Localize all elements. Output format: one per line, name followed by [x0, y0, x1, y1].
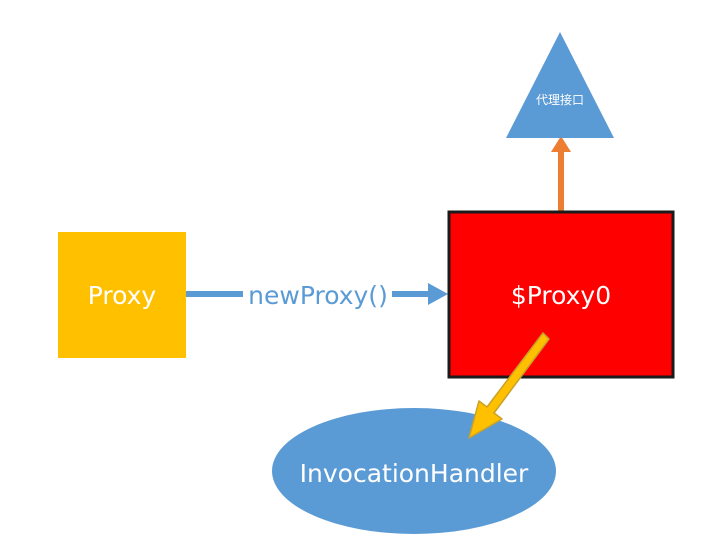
proxy0-box — [447, 210, 675, 379]
invocation-handler-label: InvocationHandler — [300, 459, 529, 488]
new-proxy-label: newProxy() — [248, 281, 388, 310]
implements-arrow — [551, 136, 571, 211]
proxy-interface-label: 代理接口 — [536, 92, 584, 107]
proxy0-label: $Proxy0 — [511, 281, 611, 310]
proxy-box — [58, 232, 186, 358]
proxy-interface-node: 代理接口 — [506, 32, 614, 138]
proxy-label: Proxy — [88, 281, 157, 310]
proxy-interface-triangle — [506, 32, 614, 138]
proxy0-node: $Proxy0 — [447, 210, 675, 379]
delegates-arrow — [468, 332, 550, 439]
new-proxy-arrow: newProxy() — [186, 281, 448, 310]
invocation-handler-ellipse — [272, 408, 556, 534]
proxy-node: Proxy — [58, 232, 186, 358]
invocation-handler-node: InvocationHandler — [272, 408, 556, 534]
